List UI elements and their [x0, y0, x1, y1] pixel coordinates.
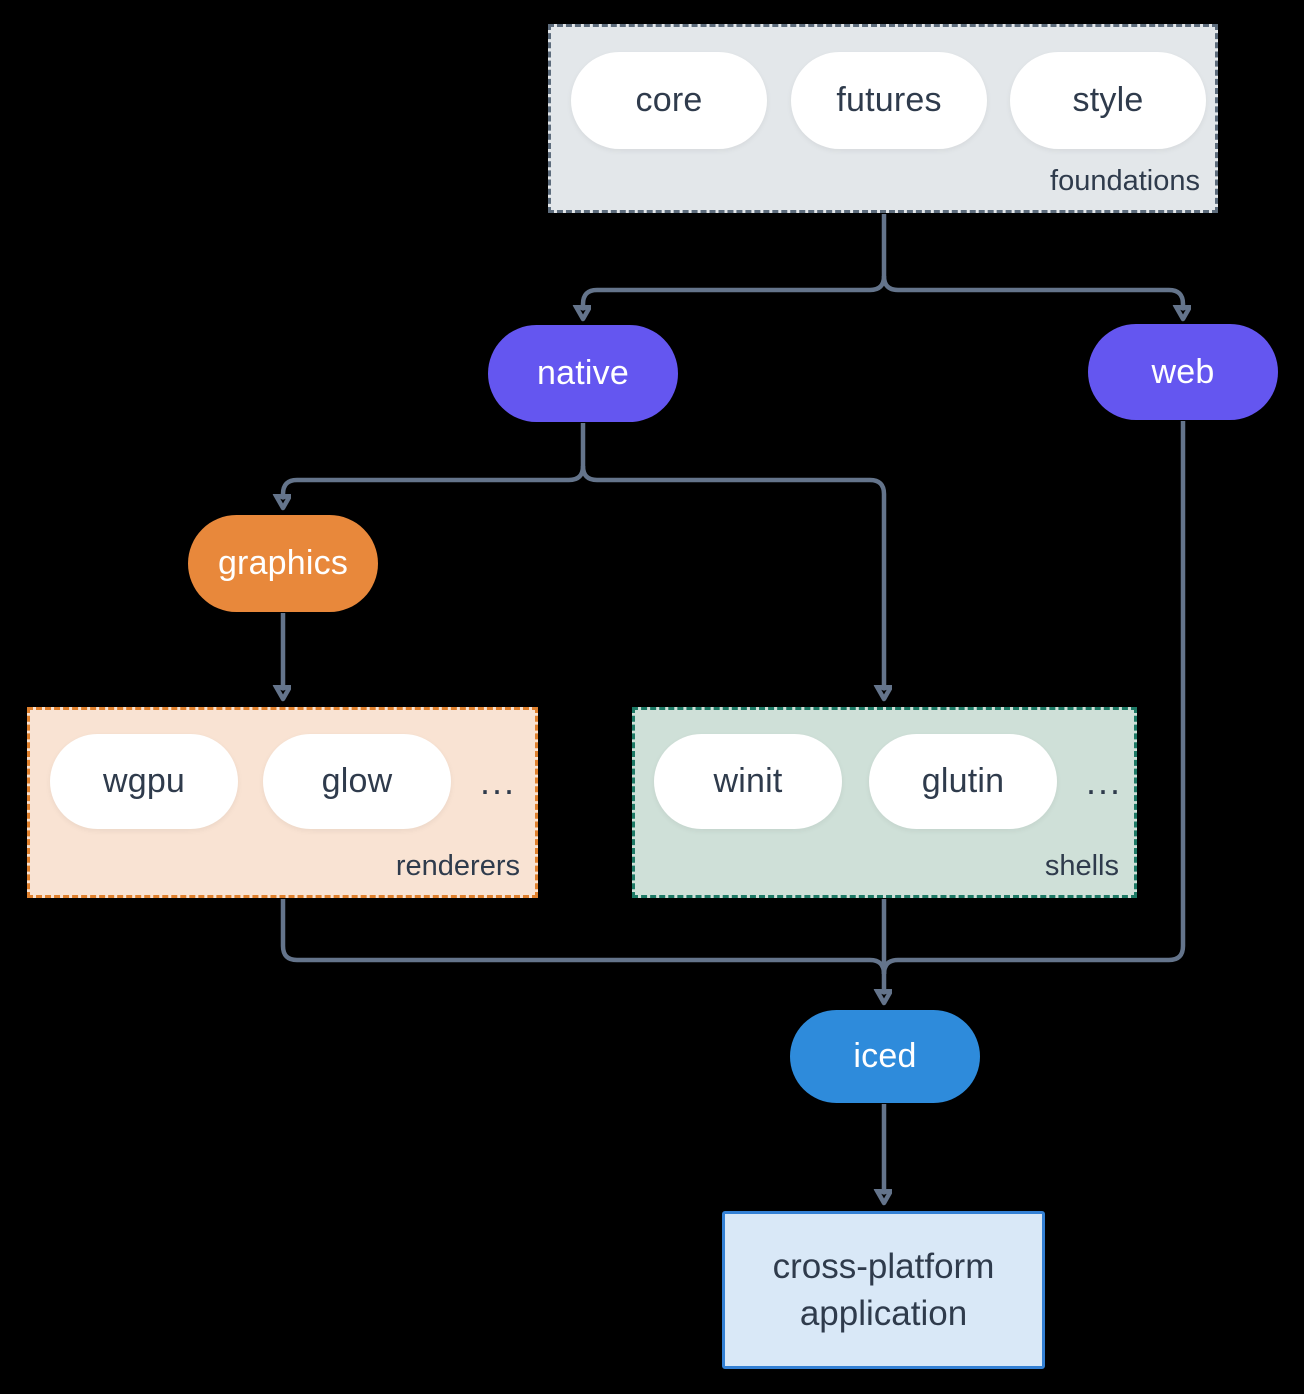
group-renderers: wgpu glow ... renderers	[27, 707, 538, 898]
application-label-line1: cross-platform	[772, 1246, 995, 1286]
node-style: style	[1010, 52, 1206, 149]
node-graphics: graphics	[188, 515, 378, 612]
renderers-ellipsis: ...	[480, 760, 517, 802]
group-shells: winit glutin ... shells	[632, 707, 1137, 898]
node-futures: futures	[791, 52, 987, 149]
node-cross-platform-application: cross-platform application	[722, 1211, 1045, 1369]
node-glutin: glutin	[869, 734, 1057, 829]
node-iced: iced	[790, 1010, 980, 1103]
group-shells-label: shells	[1044, 850, 1119, 882]
node-winit: winit	[654, 734, 842, 829]
application-label-line2: application	[799, 1294, 968, 1333]
edge-foundations-native	[583, 214, 887, 306]
edge-renderers-iced	[280, 899, 887, 975]
edge-foundations-web	[881, 275, 1183, 306]
node-wgpu: wgpu	[50, 734, 238, 829]
group-foundations-label: foundations	[1050, 165, 1200, 197]
group-renderers-label: renderers	[395, 850, 520, 882]
node-native: native	[488, 325, 678, 422]
edge-native-graphics	[283, 423, 586, 495]
node-glow: glow	[263, 734, 451, 829]
shells-ellipsis: ...	[1086, 760, 1123, 802]
node-core: core	[571, 52, 767, 149]
group-foundations: core futures style foundations	[548, 24, 1218, 213]
edge-native-shells	[580, 465, 884, 686]
node-web: web	[1088, 324, 1278, 420]
